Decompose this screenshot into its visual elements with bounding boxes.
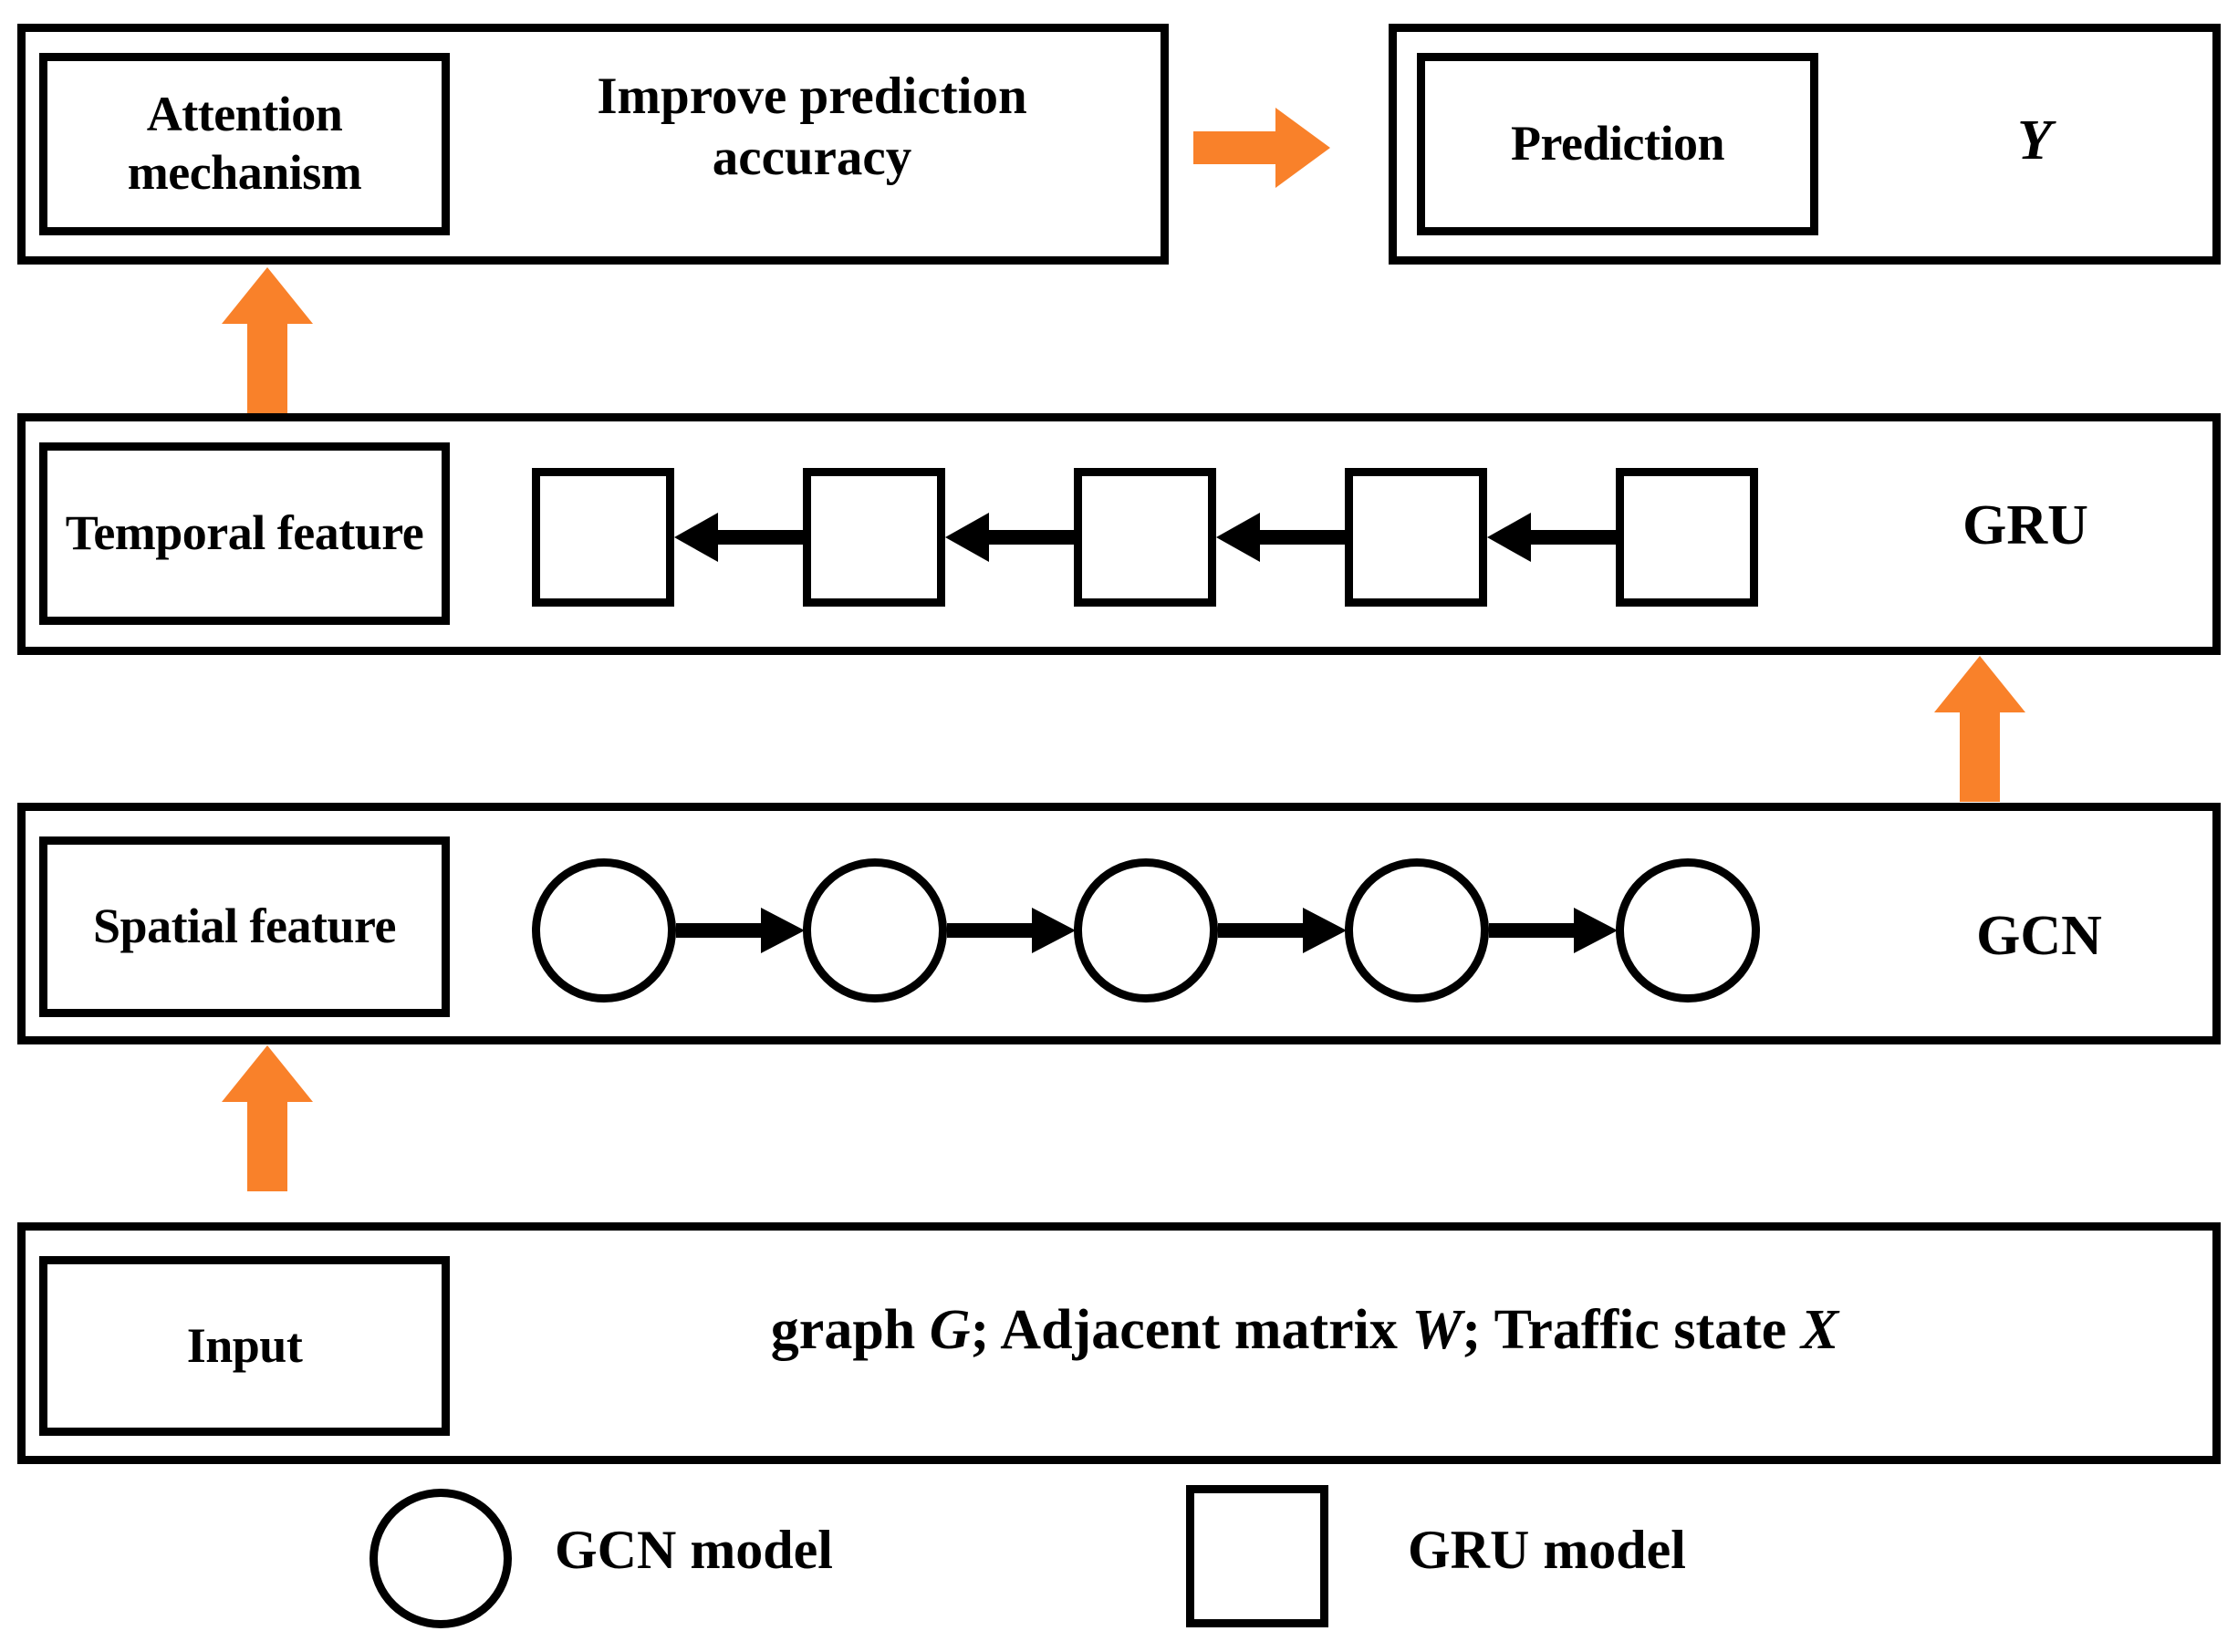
math-symbol: W xyxy=(1411,1299,1463,1361)
legend-label-gru: GRU model xyxy=(1408,1520,1686,1580)
gru-node-2 xyxy=(803,468,945,607)
gru-node-4 xyxy=(1345,468,1487,607)
gcn-module-label: GCN xyxy=(1976,905,2102,967)
legend-label-gcn: GCN model xyxy=(555,1520,833,1580)
arrow-attention-to-prediction xyxy=(1193,108,1330,188)
gcn-node-2 xyxy=(803,858,947,1003)
arrow-temporal-to-attention xyxy=(222,267,313,413)
description-fragment: ; Traffic state xyxy=(1462,1299,1801,1361)
attention-mechanism-box: Attention mechanism xyxy=(39,53,450,235)
input-description: graph G; Adjacent matrix W; Traffic stat… xyxy=(566,1297,2044,1364)
gru-node-5 xyxy=(1616,468,1758,607)
gru-connector-arrow-3 xyxy=(1216,513,1345,562)
spatial-feature-box: Spatial feature xyxy=(39,836,450,1017)
arrow-spatial-to-temporal xyxy=(1934,656,2025,802)
gru-connector-arrow-1 xyxy=(674,513,803,562)
math-symbol: G xyxy=(929,1299,971,1361)
gcn-node-5 xyxy=(1616,858,1760,1003)
gru-connector-arrow-2 xyxy=(945,513,1074,562)
gcn-node-4 xyxy=(1345,858,1489,1003)
temporal-feature-box: Temporal feature xyxy=(39,442,450,625)
description-fragment: ; Adjacent matrix xyxy=(970,1299,1412,1361)
gcn-connector-arrow-3 xyxy=(1218,908,1347,953)
gru-connector-arrow-4 xyxy=(1487,513,1616,562)
gru-node-1 xyxy=(532,468,674,607)
gcn-node-1 xyxy=(532,858,676,1003)
gru-node-3 xyxy=(1074,468,1216,607)
gcn-connector-arrow-1 xyxy=(676,908,805,953)
description-fragment: graph xyxy=(770,1299,930,1361)
prediction-box: Prediction xyxy=(1417,53,1818,235)
attention-description: Improve prediction accuracy xyxy=(597,68,1027,187)
legend-circle-icon xyxy=(370,1489,512,1628)
prediction-output-symbol: Y xyxy=(2017,109,2052,171)
gcn-node-3 xyxy=(1074,858,1218,1003)
gcn-connector-arrow-2 xyxy=(947,908,1076,953)
gcn-connector-arrow-4 xyxy=(1489,908,1618,953)
legend-square-icon xyxy=(1186,1485,1328,1627)
arrow-input-to-spatial xyxy=(222,1045,313,1191)
gru-module-label: GRU xyxy=(1962,494,2088,556)
math-symbol: X xyxy=(1800,1299,1839,1361)
input-box: Input xyxy=(39,1256,450,1436)
